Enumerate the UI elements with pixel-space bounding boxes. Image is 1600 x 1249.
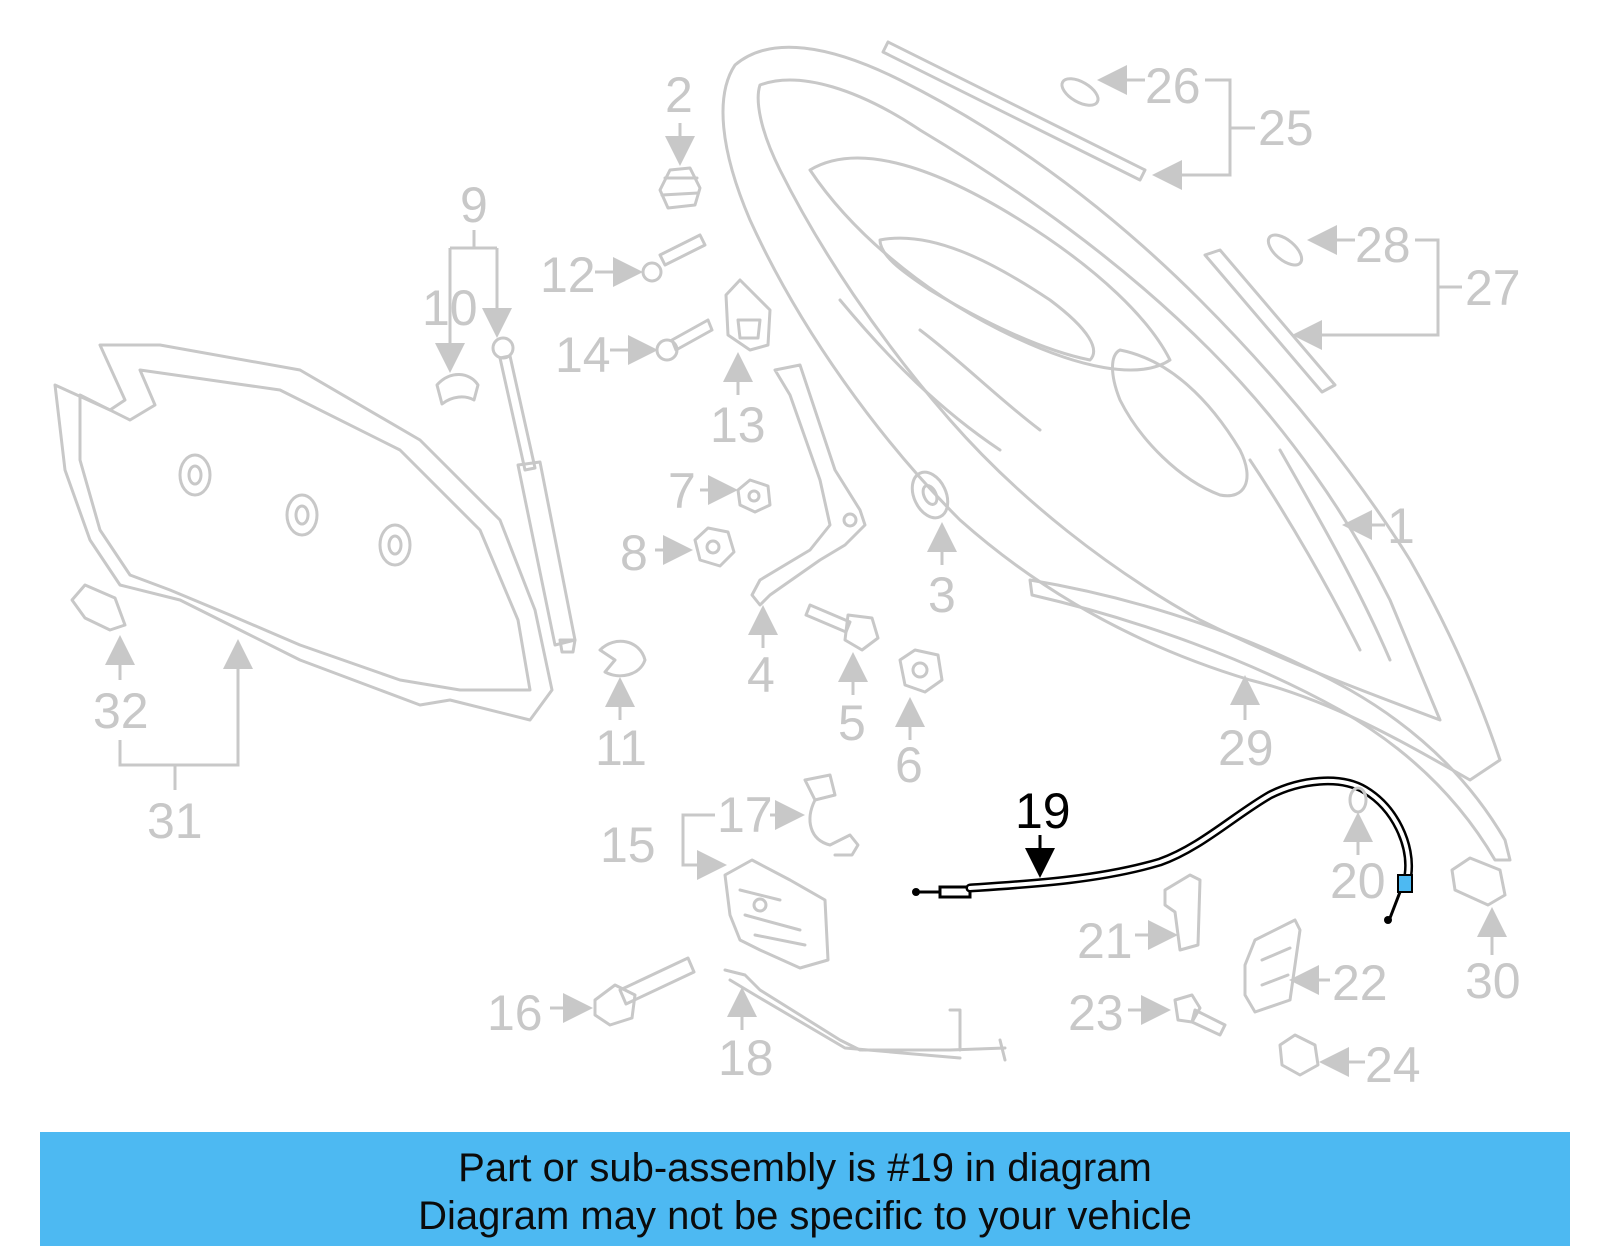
callout-2: 2 [665, 67, 693, 123]
banner-disclaimer-line: Diagram may not be specific to your vehi… [418, 1194, 1192, 1238]
part-4-hinge [750, 363, 867, 607]
callout-20: 20 [1330, 853, 1386, 909]
callout-31: 31 [147, 793, 203, 849]
part-19-release-cable [912, 776, 1414, 924]
callout-27: 27 [1465, 260, 1521, 316]
part-10-clip [435, 373, 480, 406]
callout-12: 12 [540, 247, 596, 303]
callout-4: 4 [747, 647, 775, 703]
part-13-bracket [724, 278, 772, 352]
callout-13: 13 [710, 397, 766, 453]
callout-30: 30 [1465, 953, 1521, 1009]
callout-8: 8 [620, 525, 648, 581]
part-17-connector [803, 773, 860, 857]
callout-16: 16 [487, 985, 543, 1041]
part-7-nut [736, 478, 772, 514]
callout-3: 3 [928, 567, 956, 623]
callout-25: 25 [1258, 100, 1314, 156]
part-28-clip [1266, 233, 1304, 267]
part-22-striker [1243, 918, 1302, 1014]
callout-18: 18 [718, 1030, 774, 1086]
exploded-parts-diagram: 1 2 3 4 5 6 7 8 [53, 40, 1521, 1093]
callout-21: 21 [1077, 913, 1133, 969]
callout-19: 19 [1015, 783, 1071, 839]
part-8-clip [693, 526, 736, 568]
callout-11: 11 [595, 720, 647, 776]
callout-17: 17 [717, 787, 773, 843]
callout-29: 29 [1218, 720, 1274, 776]
part-14-bolt [655, 318, 714, 362]
part-5-bolt [804, 603, 880, 652]
part-26-clip [1060, 77, 1100, 107]
part-31-insulator [53, 343, 554, 722]
part-9-gas-strut [491, 336, 577, 654]
callout-32: 32 [93, 683, 149, 739]
callout-26: 26 [1145, 58, 1201, 114]
callout-24: 24 [1365, 1037, 1421, 1093]
part-29-weatherstrip [1028, 578, 1512, 862]
part-30-bumper [1450, 856, 1507, 907]
callout-15: 15 [600, 817, 656, 873]
banner-part-line: Part or sub-assembly is #19 in diagram [458, 1146, 1152, 1190]
callout-14: 14 [555, 327, 611, 383]
callout-28: 28 [1355, 217, 1411, 273]
callout-5: 5 [838, 695, 866, 751]
callout-7: 7 [668, 463, 696, 519]
part-23-bolt [1173, 993, 1227, 1037]
part-27-seal [1203, 248, 1337, 394]
part-16-bolt [593, 956, 696, 1027]
part-21-pad [1163, 873, 1202, 952]
info-banner: Part or sub-assembly is #19 in diagram D… [40, 1132, 1570, 1246]
callout-23: 23 [1068, 985, 1124, 1041]
callout-22: 22 [1332, 955, 1388, 1011]
part-15-latch [723, 858, 830, 970]
part-25-seal [881, 40, 1147, 182]
part-20-clip [1348, 786, 1368, 814]
part-12-bolt [641, 233, 707, 283]
part-1-hood-panel [721, 45, 1502, 782]
callout-6: 6 [895, 737, 923, 793]
part-32-clip [70, 583, 127, 632]
part-24-clip [1278, 1033, 1320, 1077]
callout-10: 10 [422, 280, 478, 336]
part-3-grommet [910, 470, 950, 520]
part-6-nut [898, 648, 944, 694]
callout-1: 1 [1387, 498, 1415, 554]
callout-9: 9 [460, 177, 488, 233]
part-11-clip [598, 639, 647, 678]
part-2-bumper-stop [658, 166, 702, 210]
